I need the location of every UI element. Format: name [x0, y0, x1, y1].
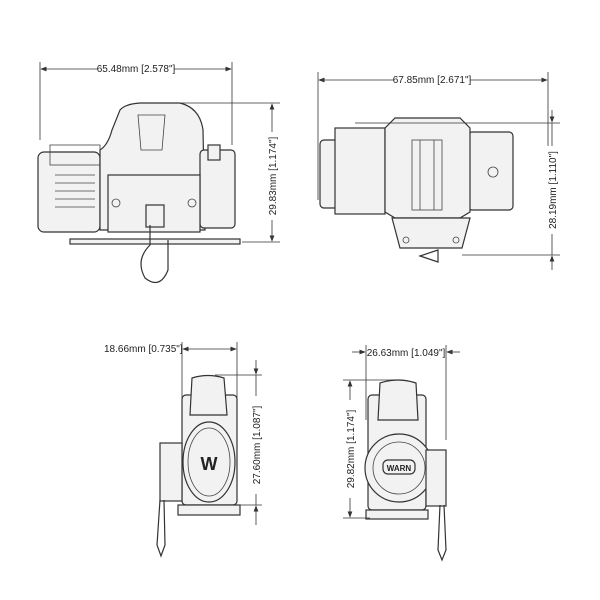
front-view: 65.48mm [2.578"] 29.83mm [1.174"]	[37, 62, 280, 284]
front-height-label: 29.83mm [1.174"]	[268, 136, 279, 215]
top-width-label: 67.85mm [2.671"]	[393, 75, 472, 86]
winch-top-body	[319, 117, 514, 263]
right-end-view: 26.63mm [1.049"] WARN 29.82mm [1.174"]	[343, 345, 460, 562]
winch-front-body	[37, 102, 241, 284]
top-view: 67.85mm [2.671"] 28.19mm [1.110"]	[317, 72, 560, 270]
winch-right-end-body: WARN	[364, 379, 447, 562]
front-width-label: 65.48mm [2.578"]	[97, 64, 176, 75]
warn-logo: WARN	[387, 464, 412, 473]
winch-left-end-body: W	[156, 374, 241, 558]
warn-w-logo: W	[201, 454, 218, 474]
left-end-width-label: 18.66mm [0.735"]	[104, 344, 183, 355]
right-end-width-label: 26.63mm [1.049"]	[367, 348, 446, 359]
top-height-label: 28.19mm [1.110"]	[548, 151, 559, 229]
left-end-view: 18.66mm [0.735"] W 27.60mm [1.087"]	[104, 342, 263, 558]
left-end-height-label: 27.60mm [1.087"]	[252, 405, 263, 484]
right-end-height-label: 29.82mm [1.174"]	[346, 409, 357, 488]
